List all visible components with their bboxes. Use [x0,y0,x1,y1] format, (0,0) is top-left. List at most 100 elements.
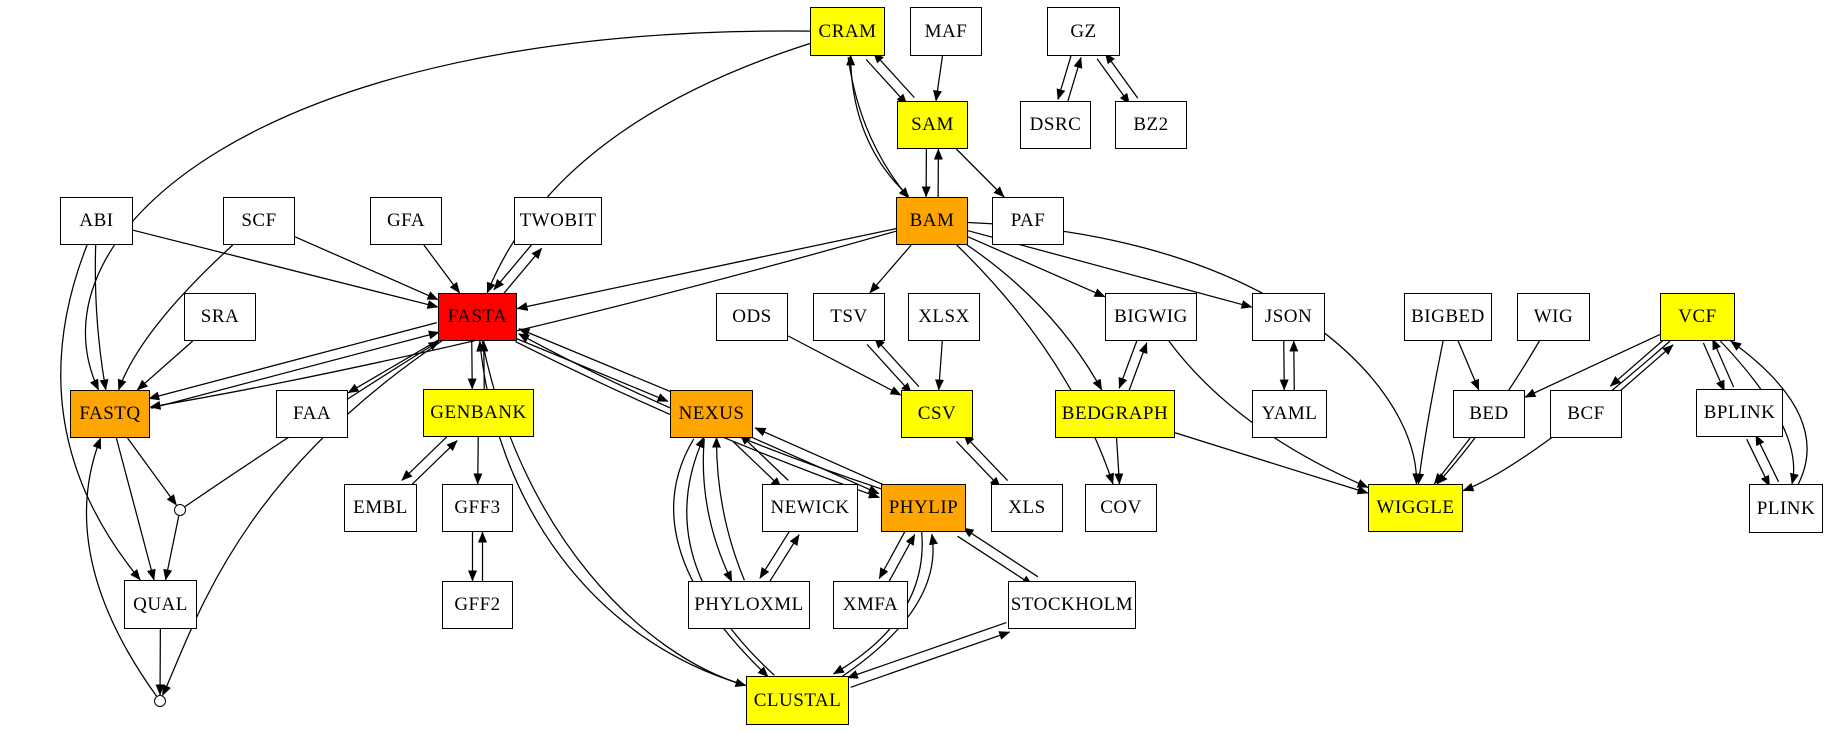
edge-tsv-csv [866,343,912,394]
edge-phylip-stockholm [957,535,1033,586]
edge-bedgraph-cov [1114,437,1124,485]
edge-phyloxml-nexus [711,436,745,581]
node-nexus: NEXUS [670,390,753,438]
edge-embl-genbank [408,440,458,489]
edge-fasta-point2 [161,340,443,697]
edge-plink-vcf [1730,340,1808,485]
edge-abi-fasta [132,229,439,309]
edge-point1-qual [163,515,180,581]
node-dsrc: DSRC [1020,101,1091,149]
node-bed: BED [1453,390,1525,438]
node-stockholm: STOCKHOLM [1008,581,1136,629]
node-bam: BAM [896,197,968,245]
edge-abi-fastq [94,244,109,391]
edge-clustal-phylip [839,533,938,679]
edge-fasta-fastq [148,321,437,401]
edge-newick-phyloxml [759,529,792,579]
edge-gz-bz2 [1096,58,1131,105]
edge-xlsx-csv [934,340,944,391]
node-xmfa: XMFA [833,581,908,629]
node-bz2: BZ2 [1115,101,1187,149]
node-bcf: BCF [1550,390,1622,438]
edge-vcf-wiggle [1462,340,1671,492]
edge-yaml-json [1289,340,1299,390]
node-sra: SRA [184,293,256,341]
edge-fasta-twobit [500,247,543,297]
edge-bigwig-wiggle [1168,340,1369,489]
node-ods: ODS [716,293,788,341]
edge-twobit-fasta [493,241,535,291]
node-faa: FAA [276,390,348,438]
node-bedgraph: BEDGRAPH [1055,390,1175,438]
node-bplink: BPLINK [1696,389,1783,437]
edge-bed-wiggle [1433,437,1471,485]
edge-bam-tsv [869,244,912,294]
edge-vcf-bed [1524,333,1661,398]
edge-phylip-nexus [754,427,884,486]
node-gz: GZ [1047,7,1120,56]
edge-csv-xls [955,441,1001,488]
node-phylip: PHYLIP [881,484,966,532]
edge-nexus-fasta [518,328,673,393]
node-gfa: GFA [370,197,442,245]
edge-bplink-plink [1746,438,1771,487]
node-wiggle: WIGGLE [1368,484,1463,532]
edge-clustal-stockholm [850,631,1011,688]
node-qual: QUAL [124,580,197,629]
node-csv: CSV [901,390,973,438]
edge-sam-paf [955,148,1005,198]
edge-bcf-vcf [1616,344,1674,395]
edge-bz2-gz [1104,52,1139,99]
node-vcf: VCF [1660,293,1735,341]
edge-phyloxml-newick [767,534,800,584]
edge-fastq-qual [115,437,156,581]
node-clustal: CLUSTAL [746,676,849,725]
edge-xmfa-phylip [887,533,916,584]
edge-bigbed-wiggle [1415,340,1444,485]
node-cram: CRAM [810,7,885,56]
edge-sra-fastq [136,340,194,391]
edge-gz-dsrc [1056,54,1072,101]
edge-clustal-nexus [686,436,775,676]
edge-bam-bigwig [967,236,1106,298]
node-scf: SCF [223,197,295,245]
edge-nexus-phyloxml [702,438,733,583]
edge-fastq-point1 [126,437,177,506]
edge-point2-fastq [85,437,158,697]
edge-csv-tsv [874,337,920,388]
node-sam: SAM [897,101,968,149]
node-wig: WIG [1517,293,1590,341]
edge-newick-nexus [739,433,789,481]
node-bigwig: BIGWIG [1105,293,1197,341]
edge-bam-bedgraph [966,244,1103,391]
edge-stockholm-clustal [846,621,1007,679]
node-plink: PLINK [1749,484,1823,533]
edge-bam-fasta [516,227,897,311]
edge-bam-cram [846,54,910,197]
node-abi: ABI [60,197,133,245]
node-gff3: GFF3 [442,484,513,532]
edge-scf-fasta [294,236,439,301]
edge-bplink-vcf [1712,338,1735,388]
edge-gfa-fasta [423,244,461,294]
edge-fasta-genbank [467,341,477,390]
node-phyloxml: PHYLOXML [688,581,810,629]
junction-point2 [154,695,166,707]
edge-fasta-faa [347,339,439,394]
node-tsv: TSV [813,293,885,341]
edge-bigwig-bedgraph [1118,339,1138,389]
node-fastq: FASTQ [70,390,150,438]
node-xls: XLS [991,484,1063,532]
edge-phylip-xmfa [878,529,907,580]
edge-xls-csv [963,434,1009,481]
node-json: JSON [1252,293,1325,341]
node-twobit: TWOBIT [514,197,602,245]
edge-bigbed-bed [1457,340,1480,391]
junction-point1 [174,504,186,516]
node-cov: COV [1085,484,1157,532]
edge-ods-csv [787,335,902,396]
edge-bedgraph-bigwig [1128,342,1148,392]
node-maf: MAF [910,7,982,56]
edge-cram-sam [865,58,908,105]
